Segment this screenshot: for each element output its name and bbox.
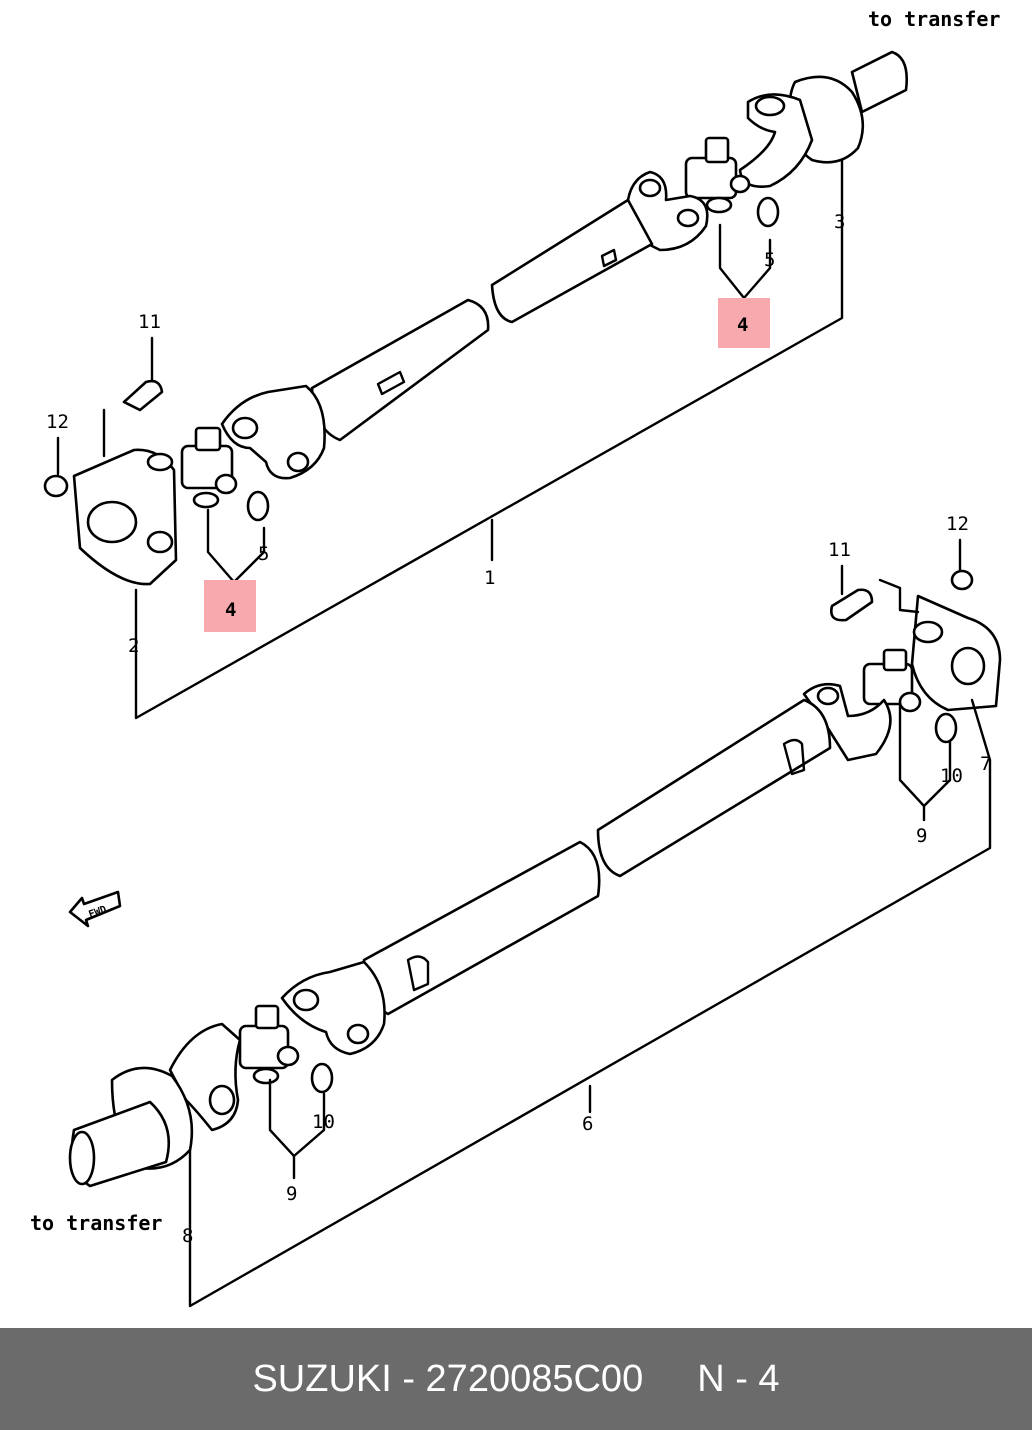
yoke-hole (676, 208, 700, 228)
yoke-hole (286, 451, 310, 473)
callout-9-rear: 9 (916, 825, 927, 847)
callout-11-front: 11 (138, 311, 161, 333)
leader-lines-lower (188, 538, 992, 1308)
callout-11-rear: 11 (828, 539, 851, 561)
spider-cap (254, 1004, 280, 1030)
circlip-rear (934, 712, 958, 744)
flange-hole (146, 530, 174, 554)
rear-tube-left (362, 840, 601, 1016)
callout-2: 2 (128, 635, 139, 657)
circlip-upper (756, 196, 780, 228)
yoke-hole (346, 1023, 370, 1045)
rear-propeller-shaft (68, 569, 1002, 1188)
callout-1: 1 (484, 567, 495, 589)
callout-4-front: 4 (225, 599, 236, 621)
callout-5-upper: 5 (764, 249, 775, 271)
callout-10-lower: 10 (312, 1111, 335, 1133)
highlight-part-4-front (204, 580, 256, 632)
yoke-hole (231, 416, 259, 440)
callout-7: 7 (980, 753, 991, 775)
flange-hole (912, 620, 944, 644)
callout-12-rear: 12 (946, 513, 969, 535)
reference-label: N - 4 (697, 1357, 780, 1400)
flange-hole (146, 452, 174, 472)
spider-cap (882, 648, 908, 672)
yoke-hole (292, 988, 320, 1012)
callout-labels: to transfer to transfer 1 2 3 4 4 5 5 6 … (30, 7, 1000, 1247)
forward-direction-arrow: FWD (68, 890, 122, 928)
driveshaft-exploded-diagram: FWD to transfer to transfer 1 2 3 4 4 5 … (30, 7, 1002, 1308)
shaft-tube-right (490, 198, 654, 324)
callout-8: 8 (182, 1225, 193, 1247)
yoke-hole (208, 1084, 236, 1116)
note-to-transfer-top: to transfer (868, 7, 1000, 31)
circlip-rear-lower (310, 1062, 334, 1094)
spider-cap-side (729, 174, 751, 194)
nut-rear (950, 569, 974, 591)
universal-joint-spider-upper (684, 156, 738, 200)
circlip-front (246, 490, 270, 522)
part-number-banner: SUZUKI - 2720085C00 N - 4 (0, 1328, 1032, 1430)
note-to-transfer-bottom: to transfer (30, 1211, 162, 1235)
highlight-part-4-upper (718, 298, 770, 348)
spider-cap-bottom (705, 196, 733, 214)
nut-front (43, 474, 69, 498)
spider-cap-side (276, 1045, 300, 1067)
callout-5-front: 5 (258, 543, 269, 565)
yoke-hole (638, 178, 662, 198)
shaft-tube-left (310, 298, 490, 442)
leader-lines-upper (56, 158, 844, 720)
front-propeller-shaft (43, 50, 908, 586)
spider-cap (194, 426, 222, 452)
bolt-front (122, 379, 164, 412)
yoke-hole (816, 686, 840, 706)
transfer-yoke-ears (738, 93, 814, 188)
callout-10-rear: 10 (940, 765, 963, 787)
brand-part-number: SUZUKI - 2720085C00 (252, 1357, 644, 1400)
transfer-output-shaft (850, 50, 908, 114)
flange-bore (950, 646, 986, 686)
flange-bore (86, 500, 138, 544)
spider-cap-side (898, 691, 922, 713)
callout-6: 6 (582, 1113, 593, 1135)
callout-12-front: 12 (46, 411, 69, 433)
callout-4-upper: 4 (737, 314, 748, 336)
callout-9-lower: 9 (286, 1183, 297, 1205)
spider-cap-side (214, 473, 238, 495)
spider-cap-bottom (252, 1067, 280, 1085)
rear-tube-right (596, 698, 832, 878)
bolt-rear (830, 588, 874, 622)
yoke-hole (754, 95, 786, 117)
callout-3: 3 (834, 211, 845, 233)
splined-end (68, 1130, 96, 1186)
spider-cap-bottom (192, 491, 220, 509)
spider-cap (704, 136, 730, 164)
